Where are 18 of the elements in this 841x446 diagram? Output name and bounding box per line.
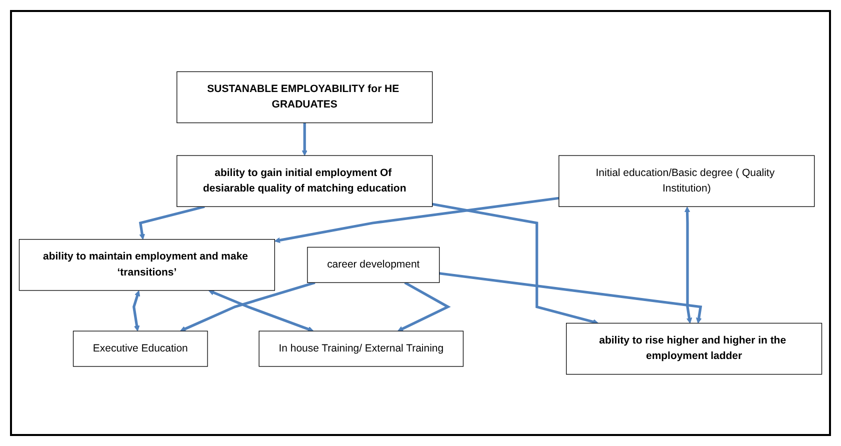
node-box: Executive Education xyxy=(72,330,208,367)
node-box: ability to rise higher and higher in the employment ladder xyxy=(566,322,822,375)
arrow xyxy=(138,205,205,240)
arrow xyxy=(439,272,702,324)
arrow xyxy=(132,290,140,332)
arrow xyxy=(398,281,451,332)
node-box: SUSTANABLE EMPLOYABILITY for HE GRADUATES xyxy=(176,71,433,124)
node-box: ability to gain initial employment Of desiarable quality of matching education xyxy=(176,155,433,207)
node-box: Initial education/Basic degree ( Quality Institution) xyxy=(558,155,815,207)
arrow xyxy=(302,122,308,156)
arrow xyxy=(432,202,599,325)
node-box: In house Training/ External Training xyxy=(258,330,464,367)
arrow xyxy=(180,281,316,332)
arrow xyxy=(274,196,560,244)
node-box: ability to maintain employment and make ‘transitions’ xyxy=(18,239,275,291)
arrow xyxy=(684,206,692,324)
node-box: career development xyxy=(307,246,440,283)
arrow xyxy=(208,290,314,332)
